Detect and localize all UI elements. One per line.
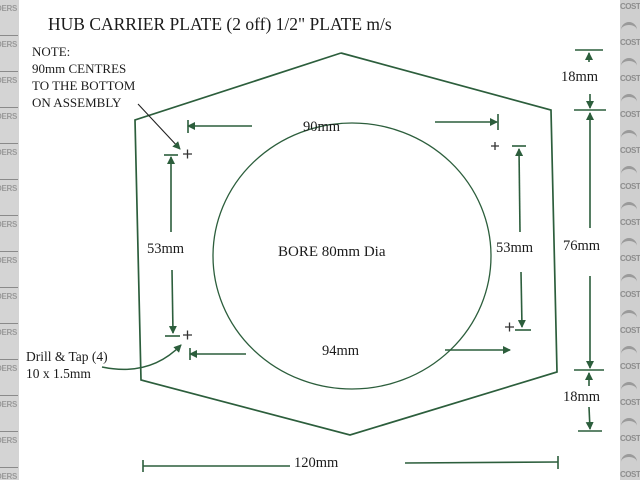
dim-bottom-hole-spacing: 94mm <box>322 343 360 359</box>
right-watermark-strip: COST COST COST COST COST COST COST COST … <box>620 0 640 480</box>
watermark-logo: COST <box>620 54 640 90</box>
watermark-text: DERS <box>0 72 18 108</box>
watermark-logo: COST <box>620 414 640 450</box>
logo-icon <box>621 22 637 36</box>
drill-line-1: Drill & Tap (4) <box>26 349 108 364</box>
watermark-logo: COST <box>620 450 640 480</box>
logo-icon <box>621 238 637 252</box>
watermark-logo: COST <box>620 198 640 234</box>
watermark-text: DERS <box>0 288 18 324</box>
watermark-logo: COST <box>620 378 640 414</box>
watermark-text: DERS <box>0 36 18 72</box>
watermark-text: DERS <box>0 108 18 144</box>
dim-top-chamfer: 18mm <box>561 69 599 85</box>
assembly-note: NOTE: 90mm CENTRES TO THE BOTTOM ON ASSE… <box>32 43 135 111</box>
drill-tap-note: Drill & Tap (4) 10 x 1.5mm <box>26 348 108 382</box>
watermark-text: DERS <box>0 252 18 288</box>
dim-right-vertical: 53mm <box>496 240 534 256</box>
note-line: ON ASSEMBLY <box>32 95 122 110</box>
logo-icon <box>621 274 637 288</box>
watermark-text: DERS <box>0 0 18 36</box>
hole-marks <box>183 142 514 340</box>
logo-icon <box>621 418 637 432</box>
note-line: 90mm CENTRES <box>32 61 127 76</box>
dim-overall-height: 76mm <box>563 238 601 254</box>
logo-icon <box>621 58 637 72</box>
note-heading: NOTE: <box>32 44 71 59</box>
logo-icon <box>621 454 637 468</box>
watermark-logo: COST <box>620 270 640 306</box>
watermark-logo: COST <box>620 18 640 54</box>
logo-icon <box>621 166 637 180</box>
logo-icon <box>621 310 637 324</box>
dim-top-hole-spacing: 90mm <box>303 119 341 135</box>
watermark-logo: COST <box>620 126 640 162</box>
dim-bottom-chamfer: 18mm <box>563 389 601 405</box>
watermark-logo: COST <box>620 90 640 126</box>
plate-outline <box>134 52 558 436</box>
bore-label: BORE 80mm Dia <box>278 244 386 260</box>
watermark-logo: COST <box>620 234 640 270</box>
note-line: TO THE BOTTOM <box>32 78 136 93</box>
left-watermark-strip: DERS DERS DERS DERS DERS DERS DERS DERS … <box>0 0 19 480</box>
watermark-logo: COST <box>620 2 640 11</box>
watermark-logo: COST <box>620 306 640 342</box>
logo-icon <box>621 202 637 216</box>
dim-left-vertical: 53mm <box>147 241 185 257</box>
watermark-text: DERS <box>0 216 18 252</box>
watermark-text: DERS <box>0 360 18 396</box>
watermark-text: DERS <box>0 432 18 468</box>
logo-icon <box>621 94 637 108</box>
logo-icon <box>621 130 637 144</box>
watermark-logo: COST <box>620 342 640 378</box>
drawing-title: HUB CARRIER PLATE (2 off) 1/2" PLATE m/s <box>48 14 392 34</box>
watermark-text: DERS <box>0 144 18 180</box>
watermark-text: DERS <box>0 396 18 432</box>
dim-overall-width: 120mm <box>294 455 339 471</box>
watermark-text: DERS <box>0 468 18 480</box>
drill-line-2: 10 x 1.5mm <box>26 366 91 381</box>
watermark-text: DERS <box>0 180 18 216</box>
bore-circle <box>212 122 492 390</box>
watermark-text: DERS <box>0 324 18 360</box>
logo-icon <box>621 346 637 360</box>
watermark-logo: COST <box>620 162 640 198</box>
logo-icon <box>621 382 637 396</box>
